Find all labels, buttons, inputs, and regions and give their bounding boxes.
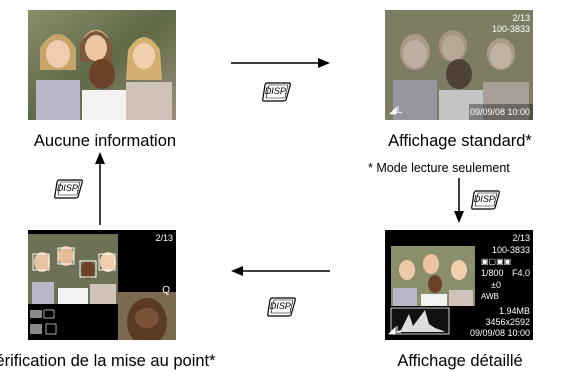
exposure-comp: ±0 [491,280,501,290]
frame-counter: 2/13 [512,13,530,23]
caption-focus-check: Vérification de la mise au point* [0,352,216,370]
disp-button-right[interactable]: DISP. [470,189,502,211]
mode-icons: ▣▢▣▣ [481,257,512,266]
aperture: F4.0 [511,268,530,278]
photo-no-info [28,10,176,120]
white-balance-icon: AWB [481,292,499,301]
photo-focus-check: 2/13 Q [28,230,176,340]
photo-standard: 2/13 100-3833 09/09/08 10:00 ◢L [385,10,533,120]
disp-label: DISP. [56,183,80,193]
disp-label: DISP. [269,301,293,311]
detail-frame-counter: 2/13 [512,233,530,243]
disp-button-bottom[interactable]: DISP. [266,296,298,318]
detail-image-size-icon: ◢L [388,325,402,336]
image-size-icon: ◢L [389,105,403,116]
disp-label: DISP. [264,86,288,96]
footnote: * Mode lecture seulement [368,161,510,175]
detail-date-time: 09/09/08 10:00 [469,328,530,338]
disp-button-top[interactable]: DISP. [261,81,293,103]
caption-standard: Affichage standard* [388,132,532,150]
folder-file-number: 100-3833 [491,24,530,34]
caption-detailed: Affichage détaillé [397,352,523,370]
shutter-speed: 1/800 [481,268,504,278]
disp-label: DISP. [473,194,497,204]
resolution: 3456x2592 [485,317,530,327]
detail-folder-number: 100-3833 [491,245,530,255]
disp-button-left[interactable]: DISP. [53,178,85,200]
caption-no-info: Aucune information [33,132,177,150]
magnify-icon: Q [162,285,170,296]
date-time: 09/09/08 10:00 [469,107,530,117]
focus-frame-counter: 2/13 [155,233,173,243]
photo-detailed: 2/13 100-3833 ▣▢▣▣ 1/800 F4.0 ±0 AWB 1.9… [385,230,533,340]
file-size: 1.94MB [498,306,530,316]
